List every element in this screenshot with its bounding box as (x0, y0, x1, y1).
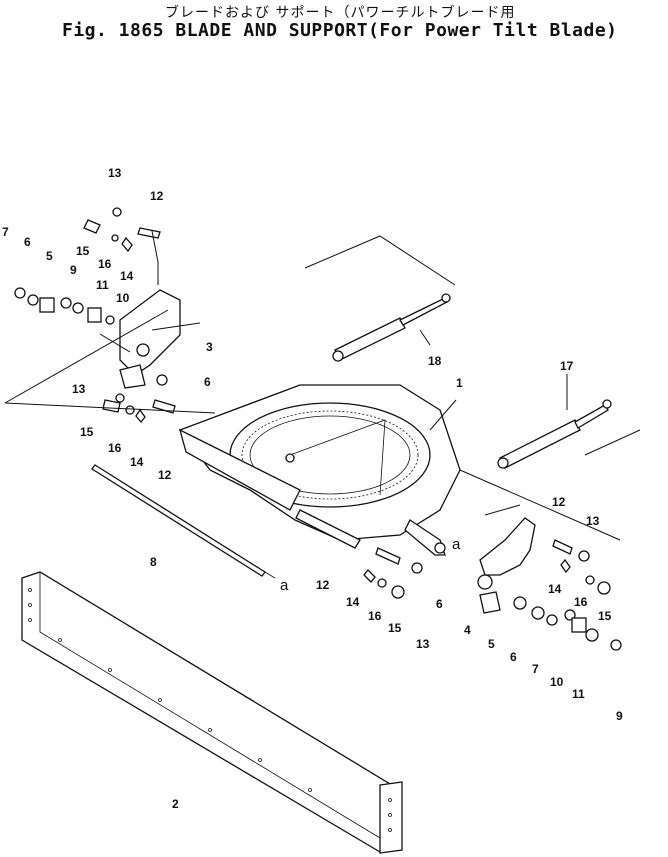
callout-6: 6 (436, 597, 443, 611)
callout-12: 12 (150, 189, 164, 203)
callout-13: 13 (108, 166, 122, 180)
callout-9: 9 (70, 263, 77, 277)
callout-11: 11 (96, 278, 109, 292)
reference-mark-a-lower: a (280, 577, 289, 594)
callout-5: 5 (488, 637, 495, 651)
callout-15: 15 (598, 609, 612, 623)
callout-12: 12 (158, 468, 172, 482)
callout-10: 10 (116, 291, 130, 305)
callout-16: 16 (98, 257, 112, 271)
brace-rod-8 (91, 464, 276, 579)
callout-5: 5 (46, 249, 53, 263)
callout-14: 14 (120, 269, 134, 283)
callout-14: 14 (346, 595, 360, 609)
blade (21, 571, 403, 854)
left-bracket-assembly (14, 207, 181, 424)
callout-6: 6 (510, 650, 517, 664)
callout-16: 16 (108, 441, 122, 455)
callout-16: 16 (574, 595, 588, 609)
callout-12: 12 (316, 578, 330, 592)
callout-7: 7 (2, 225, 9, 239)
right-bracket-assembly (363, 517, 622, 651)
callout-15: 15 (76, 244, 90, 258)
blade-support-frame (178, 384, 461, 556)
callout-13: 13 (72, 382, 86, 396)
callout-14: 14 (548, 582, 562, 596)
callout-14: 14 (130, 455, 144, 469)
callout-13: 13 (416, 637, 430, 651)
callout-6: 6 (24, 235, 31, 249)
callout-15: 15 (80, 425, 94, 439)
tilt-cylinder-18 (332, 293, 451, 362)
callout-15: 15 (388, 621, 402, 635)
callout-8: 8 (150, 555, 157, 569)
callout-7: 7 (532, 662, 539, 676)
callout-6: 6 (204, 375, 211, 389)
callout-18: 18 (428, 354, 442, 368)
figure-title-english: Fig. 1865 BLADE AND SUPPORT(For Power Ti… (62, 20, 618, 41)
tilt-cylinder-17 (497, 399, 612, 469)
callout-12: 12 (552, 495, 566, 509)
callout-10: 10 (550, 675, 564, 689)
callout-9: 9 (616, 709, 623, 723)
figure-title-japanese: ブレードおよび サポート（パワーチルトブレード用 (165, 5, 516, 21)
callout-3: 3 (206, 340, 213, 354)
leader-lines (4, 230, 641, 541)
callout-2: 2 (172, 797, 179, 811)
callout-1: 1 (456, 376, 463, 390)
callout-11: 11 (572, 687, 585, 701)
callout-labels: 13 12 7 6 15 16 14 5 9 11 10 3 6 13 15 1… (2, 166, 623, 811)
reference-mark-a-upper: a (452, 536, 461, 553)
callout-4: 4 (464, 623, 471, 637)
callout-13: 13 (586, 514, 600, 528)
callout-16: 16 (368, 609, 382, 623)
callout-17: 17 (560, 359, 574, 373)
